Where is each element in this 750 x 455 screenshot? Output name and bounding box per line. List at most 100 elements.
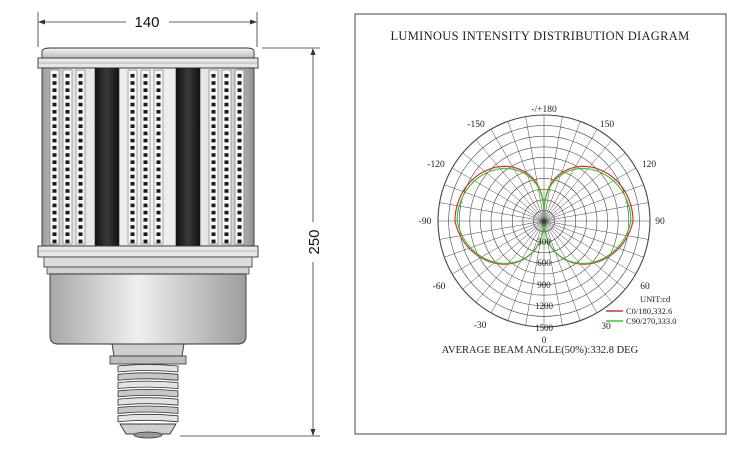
led-chip [237,218,242,222]
screw-threads [117,364,179,423]
led-chip [130,189,135,193]
led-chip [65,174,70,179]
led-chip [237,124,242,128]
led-chip [211,225,216,229]
angle-label-minus90: -90 [419,217,432,227]
screw-thread [117,380,179,390]
led-chip [156,239,161,244]
led-chip [65,110,70,114]
polar-grid [437,114,651,328]
led-chip [52,210,57,215]
led-chip [211,124,216,128]
polar-grid-spoke [543,220,644,258]
polar-grid-spoke [543,220,581,321]
led-chip [237,189,242,193]
led-chip [130,160,135,164]
polar-grid-spoke [490,129,545,222]
polar-grid-spoke [452,220,545,275]
polar-grid-spoke [507,220,545,321]
led-chip [224,102,229,107]
led-chip [143,81,148,85]
led-chip [237,225,242,229]
led-chip [156,174,161,179]
polar-grid-spoke [543,139,613,222]
led-chip [65,124,70,128]
led-chip [156,225,161,229]
led-chip [52,218,57,222]
led-chip [143,167,148,172]
led-chip [237,232,242,236]
led-chip [156,146,161,150]
led-chip [130,117,135,121]
led-chip [78,210,83,215]
led-chip [143,117,148,121]
radial-label-900: 900 [537,280,551,290]
height-dimension-label: 250 [306,229,323,254]
led-chip [65,167,70,172]
angle-label-120: 120 [642,160,657,170]
led-chip [237,174,242,179]
led-chip [130,131,135,136]
led-chip [224,110,229,114]
led-chip [65,218,70,222]
led-chip [237,203,242,208]
led-chip [156,160,161,164]
led-chip [224,95,229,100]
led-chip [130,124,135,128]
led-chip [224,203,229,208]
led-chip [130,95,135,100]
screw-thread [117,397,179,406]
led-chip [52,239,57,244]
lamp-top-cap [37,47,259,69]
angle-label-90: 90 [655,217,665,227]
led-chip [143,95,148,100]
led-chip [52,81,57,85]
led-chip [211,131,216,136]
led-chip [52,146,57,150]
led-strip [75,69,86,245]
radial-label-300: 300 [537,237,551,247]
led-chip [143,203,148,208]
led-chip [52,95,57,100]
led-chip [78,167,83,172]
led-chip [156,182,161,186]
led-chip [65,153,70,157]
led-chip [211,153,216,157]
led-chip [156,232,161,236]
led-chip [65,239,70,244]
led-chip [52,196,57,200]
led-chip [65,203,70,208]
led-chip [237,81,242,85]
polar-grid-spoke [543,121,581,222]
led-chip [143,225,148,229]
polar-grid-spoke [543,129,598,222]
led-chip [224,232,229,236]
radial-label-0: 0 [542,218,547,228]
led-chip [224,88,229,92]
led-chip [237,167,242,172]
led-chip [78,182,83,186]
led-chip [130,74,135,78]
screw-base [117,364,179,439]
led-chip [143,189,148,193]
led-chip [156,74,161,78]
led-chip [143,110,148,114]
led-chip [143,74,148,78]
led-chip [130,196,135,200]
led-chip [52,203,57,208]
lamp-driver-housing [49,273,247,345]
polar-grid-spoke [475,139,545,222]
led-chip [65,74,70,78]
led-chip [237,196,242,200]
led-chip [211,81,216,85]
width-dimension: 140 [37,12,258,47]
legend-label-c90: C90/270,333.0 [626,316,677,326]
led-chip [65,210,70,215]
led-chip [65,95,70,100]
led-chip [78,174,83,179]
led-chip [237,110,242,114]
led-chip [156,131,161,136]
screw-thread [117,389,179,398]
led-strip [208,69,219,245]
led-chip [78,239,83,244]
